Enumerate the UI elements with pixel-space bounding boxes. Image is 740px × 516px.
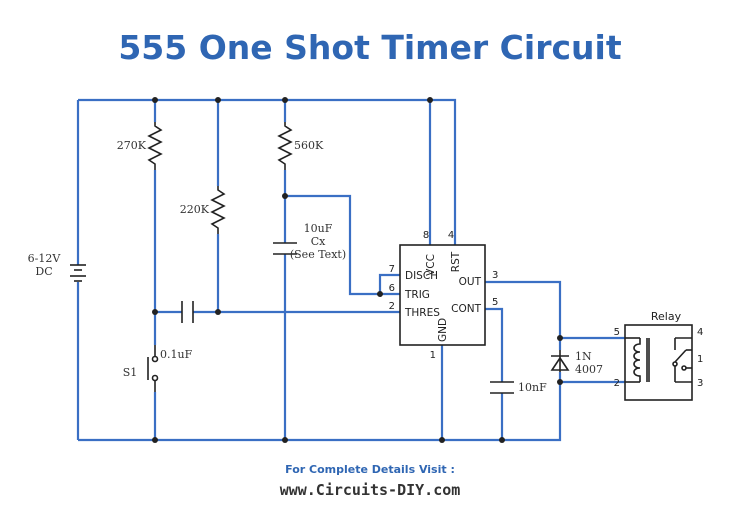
resistor-270k: 270K [117, 122, 163, 170]
relay-pin-2: 2 [614, 378, 620, 389]
battery-symbol: 6-12V DC [28, 252, 86, 282]
wire-disch [378, 273, 400, 294]
diode-1n4007: 1N 4007 [550, 350, 603, 376]
capacitor-input [181, 301, 194, 323]
pin-name-gnd: GND [437, 318, 449, 342]
footer-website-link[interactable]: www.Circuits-DIY.com [279, 481, 461, 499]
switch-s1: S1 [123, 345, 159, 392]
switch-label: S1 [123, 366, 138, 379]
junction-dot [499, 437, 505, 443]
footer-caption: For Complete Details Visit : [285, 463, 455, 476]
junction-dot [557, 379, 563, 385]
relay-pin-5: 5 [614, 327, 620, 338]
pin-number-thres: 2 [389, 301, 395, 312]
junction-dot [282, 193, 288, 199]
capacitor-cx-note: (See Text) [290, 248, 346, 261]
capacitor-cont: 10nF [490, 381, 547, 394]
wire-out [485, 280, 625, 340]
junction-dot [557, 335, 563, 341]
wire-bottom-rail [78, 380, 625, 442]
junction-dot [215, 309, 221, 315]
relay-pin-3: 3 [697, 378, 703, 389]
junction-dot [282, 437, 288, 443]
diagram-title: 555 One Shot Timer Circuit [118, 28, 622, 67]
relay-pin-1: 1 [697, 354, 703, 365]
wire-top-rail [78, 98, 457, 245]
pin-name-rst: RST [450, 251, 462, 272]
diode-number-label: 4007 [575, 363, 603, 376]
junction-dots [152, 97, 563, 443]
junction-dot [215, 97, 221, 103]
pin-number-vcc: 8 [423, 230, 429, 241]
relay-pin-4: 4 [697, 327, 703, 338]
pin-number-rst: 4 [448, 230, 454, 241]
junction-dot [377, 291, 383, 297]
capacitor-input-label: 0.1uF [160, 348, 193, 361]
relay-label: Relay [651, 310, 682, 323]
junction-dot [152, 309, 158, 315]
supply-type-label: DC [35, 265, 52, 278]
resistor-560k-label: 560K [294, 139, 324, 152]
resistor-220k: 220K [180, 186, 226, 234]
wires [76, 98, 625, 442]
resistor-560k: 560K [277, 122, 324, 170]
capacitor-cont-label: 10nF [518, 381, 547, 394]
pin-name-trig: TRIG [404, 289, 430, 301]
pin-name-out: OUT [459, 276, 482, 288]
pin-name-disch: DISCH [405, 270, 438, 282]
pin-number-out: 3 [492, 270, 498, 281]
capacitor-cx: 10uF Cx (See Text) [273, 222, 346, 261]
pin-number-cont: 5 [492, 297, 498, 308]
ic-555: VCC RST 8 4 DISCH TRIG THRES 7 6 2 OUT C… [389, 230, 499, 361]
pin-number-disch: 7 [389, 264, 395, 275]
relay-component: Relay 5 2 4 1 3 [614, 310, 703, 401]
pin-name-cont: CONT [451, 303, 481, 315]
resistor-220k-label: 220K [180, 203, 210, 216]
pin-number-gnd: 1 [430, 350, 436, 361]
junction-dot [439, 437, 445, 443]
pin-name-thres: THRES [404, 307, 440, 319]
wire-timing-node [285, 194, 400, 296]
pin-number-trig: 6 [389, 283, 395, 294]
junction-dot [282, 97, 288, 103]
pin-name-vcc: VCC [425, 254, 437, 276]
supply-voltage-label: 6-12V [28, 252, 62, 265]
junction-dot [152, 437, 158, 443]
capacitor-cx-name: Cx [311, 235, 326, 248]
diode-part-label: 1N [575, 350, 592, 363]
junction-dot [152, 97, 158, 103]
junction-dot [427, 97, 433, 103]
capacitor-cx-value: 10uF [304, 222, 333, 235]
wire-cont [485, 307, 504, 382]
resistor-270k-label: 270K [117, 139, 147, 152]
